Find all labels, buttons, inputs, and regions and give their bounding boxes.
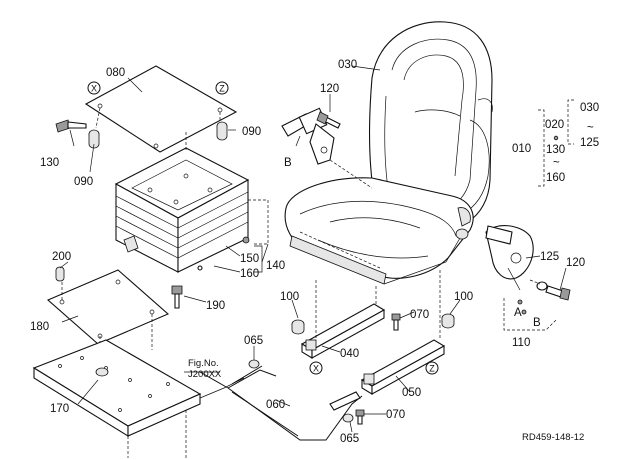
- marker-a: A: [514, 307, 522, 319]
- marker-b-left: B: [284, 157, 292, 169]
- label-150: 150: [240, 253, 259, 265]
- bolt-200: [55, 266, 65, 282]
- slide-rail-040: [300, 280, 386, 359]
- label-100-right: 100: [454, 291, 473, 303]
- suspension-unit-140: [114, 132, 269, 273]
- label-050: 050: [402, 387, 421, 399]
- dot-130: [553, 135, 559, 141]
- seatbelt-right: [485, 225, 534, 291]
- leader-lines: [59, 65, 567, 433]
- svg-text:X: X: [91, 84, 97, 94]
- platform-frame: [32, 339, 245, 458]
- marker-z-lower: Z: [425, 361, 439, 375]
- label-120-left: 120: [320, 83, 339, 95]
- seat-assembly: [284, 21, 493, 285]
- bolt-130: [55, 119, 87, 133]
- label-040: 040: [340, 348, 359, 360]
- bolt-070-upper: [391, 313, 401, 331]
- marker-b-right: B: [533, 317, 541, 329]
- label-060: 060: [266, 399, 285, 411]
- nut-065-lower: [342, 413, 354, 423]
- label-100-left: 100: [280, 291, 299, 303]
- bolt-120-left: [316, 111, 341, 129]
- nut-065-upper: [248, 359, 260, 369]
- label-130: 130: [40, 157, 59, 169]
- svg-text:Z: Z: [429, 364, 435, 374]
- marker-x-lower: X: [309, 361, 323, 375]
- label-140: 140: [266, 260, 285, 272]
- label-080: 080: [106, 67, 125, 79]
- drawing-reference: RD459-148-12: [522, 432, 584, 443]
- svg-text:X: X: [313, 364, 319, 374]
- bolt-120-right: [529, 279, 571, 301]
- nut-100-left: [291, 319, 305, 335]
- label-110: 110: [512, 337, 530, 349]
- label-030: 030: [338, 59, 357, 71]
- label-180: 180: [30, 321, 49, 333]
- label-020: 020: [545, 119, 564, 131]
- nut-090-left: [88, 129, 100, 149]
- bracket-010: [538, 99, 574, 187]
- fig-no-code: J200XX: [188, 369, 222, 380]
- release-lever-060: [227, 365, 363, 441]
- label-125-group: 125: [580, 137, 599, 149]
- label-090-right: 090: [242, 126, 261, 138]
- label-030-group: 030: [580, 102, 599, 114]
- label-120-right: 120: [566, 257, 585, 269]
- label-070-lower: 070: [386, 409, 405, 421]
- nut-090-right: [216, 121, 228, 141]
- fig-no-label: Fig.No.: [188, 358, 219, 369]
- bracket-140: [254, 245, 263, 273]
- top-plate-080: [84, 65, 238, 153]
- label-010: 010: [512, 143, 531, 155]
- part-labels: 080 030 120 090 130 090 200 180 190 170 …: [30, 59, 599, 445]
- svg-text:Z: Z: [219, 84, 225, 94]
- box-110: [503, 298, 557, 331]
- label-065-upper: 065: [244, 335, 263, 347]
- tilde-1: ~: [553, 157, 560, 169]
- bolt-190: [171, 285, 183, 309]
- slide-rail-050: [360, 270, 446, 395]
- label-160: 160: [240, 268, 259, 280]
- label-160-group: 160: [546, 172, 565, 184]
- label-090-left: 090: [74, 176, 93, 188]
- tilde-2: ~: [587, 122, 594, 134]
- marker-x-upper: X: [87, 81, 101, 95]
- bolt-070-lower: [355, 409, 365, 425]
- label-200: 200: [52, 251, 71, 263]
- label-190: 190: [206, 300, 225, 312]
- label-170: 170: [50, 403, 69, 415]
- label-130-group: 130: [546, 144, 565, 156]
- label-065-lower: 065: [340, 433, 359, 445]
- seatbelt-left: [281, 107, 373, 189]
- label-070-upper: 070: [410, 309, 429, 321]
- label-125: 125: [540, 251, 559, 263]
- nut-100-right: [441, 313, 455, 329]
- marker-z-upper: Z: [215, 81, 229, 95]
